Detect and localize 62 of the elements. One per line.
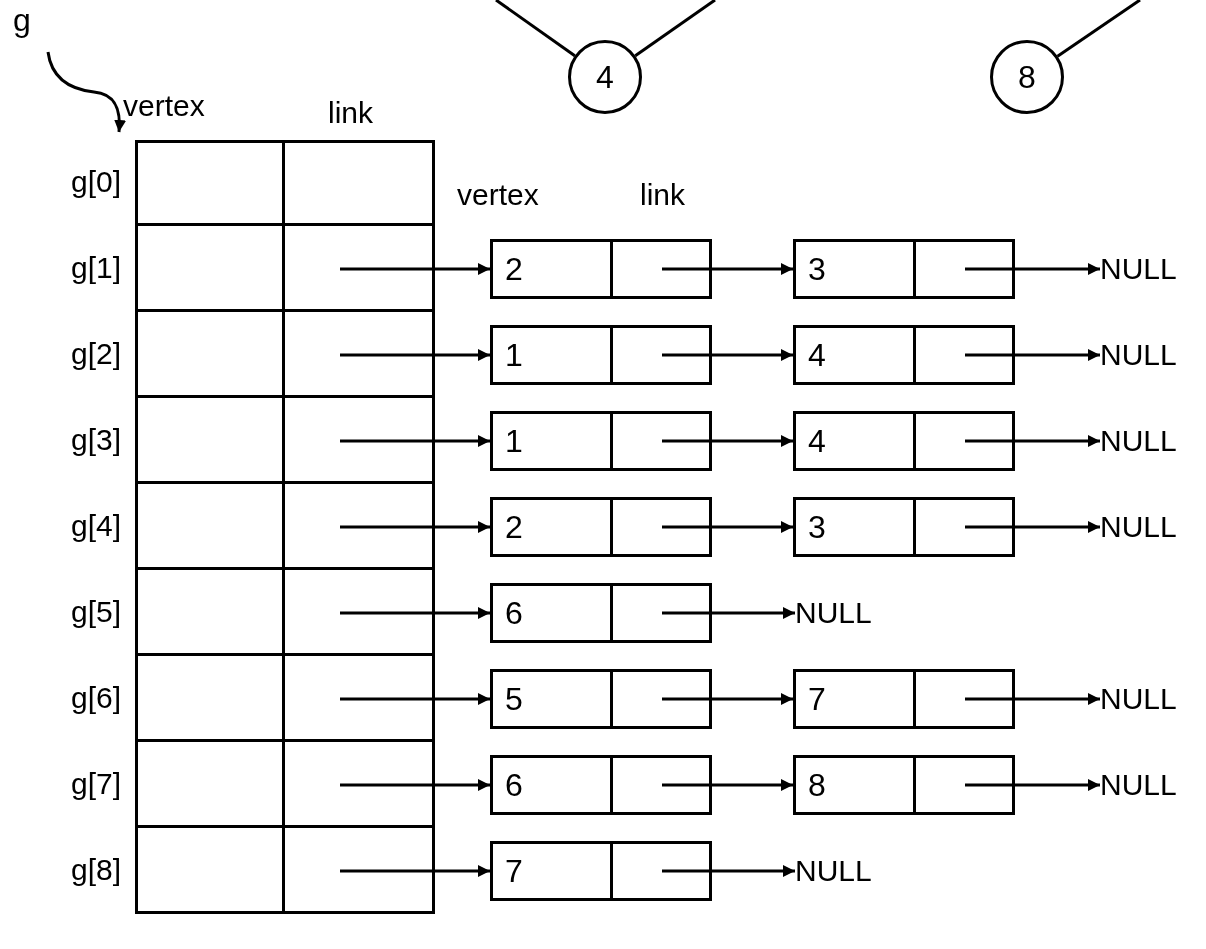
arrow: [965, 779, 1100, 791]
index-label: g[5]: [70, 596, 121, 627]
list-node-box: 5: [490, 669, 712, 729]
list-node-box: 2: [490, 497, 712, 557]
arrow: [340, 865, 490, 877]
arrow: [662, 435, 793, 447]
pointer-name: g: [13, 4, 31, 36]
list-node-box: 1: [490, 325, 712, 385]
arrow: [965, 435, 1100, 447]
arrow: [340, 263, 490, 275]
null-label: NULL: [1100, 254, 1177, 284]
list-node-box: 8: [793, 755, 1015, 815]
arrow: [340, 435, 490, 447]
arrow: [340, 521, 490, 533]
index-label: g[3]: [70, 424, 121, 455]
arrow: [965, 263, 1100, 275]
column-header: vertex: [123, 91, 205, 121]
arrow: [46, 51, 126, 133]
index-label: g[8]: [70, 854, 121, 885]
line: [495, 0, 576, 57]
list-node-box: 2: [490, 239, 712, 299]
null-label: NULL: [1100, 684, 1177, 714]
arrow: [340, 693, 490, 705]
list-node-box: 6: [490, 583, 712, 643]
list-node-box: 6: [490, 755, 712, 815]
list-node-box: 7: [793, 669, 1015, 729]
arrow: [662, 349, 793, 361]
list-node-box: 3: [793, 497, 1015, 557]
index-label: g[0]: [70, 166, 121, 197]
arrow: [340, 779, 490, 791]
null-label: NULL: [1100, 426, 1177, 456]
arrow: [965, 693, 1100, 705]
null-label: NULL: [1100, 770, 1177, 800]
index-label: g[4]: [70, 510, 121, 541]
arrow: [662, 607, 795, 619]
null-label: NULL: [795, 856, 872, 886]
null-label: NULL: [795, 598, 872, 628]
null-label: NULL: [1100, 340, 1177, 370]
line: [1056, 0, 1141, 58]
arrow: [662, 693, 793, 705]
arrow: [662, 263, 793, 275]
arrow: [340, 349, 490, 361]
arrow: [662, 521, 793, 533]
arrow: [340, 607, 490, 619]
column-header: link: [328, 98, 373, 128]
line: [634, 0, 716, 57]
list-node-box: 3: [793, 239, 1015, 299]
arrow: [965, 521, 1100, 533]
column-header: vertex: [457, 180, 539, 210]
column-header: link: [640, 180, 685, 210]
arrow: [662, 779, 793, 791]
list-node-box: 7: [490, 841, 712, 901]
list-node-box: 4: [793, 411, 1015, 471]
index-label: g[1]: [70, 252, 121, 283]
list-node-box: 1: [490, 411, 712, 471]
index-label: g[7]: [70, 768, 121, 799]
null-label: NULL: [1100, 512, 1177, 542]
index-label: g[6]: [70, 682, 121, 713]
index-label: g[2]: [70, 338, 121, 369]
list-node-box: 4: [793, 325, 1015, 385]
arrow: [662, 865, 795, 877]
arrow: [965, 349, 1100, 361]
